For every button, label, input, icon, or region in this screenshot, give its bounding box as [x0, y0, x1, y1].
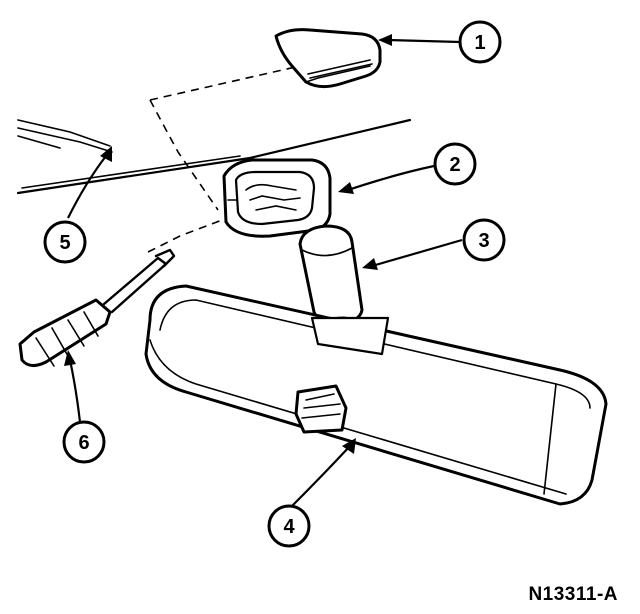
screwdriver: [18, 248, 176, 367]
callout-2-label: 2: [449, 154, 460, 176]
mount-cover: [274, 28, 382, 89]
figure-code: N13311-A: [528, 584, 618, 605]
callout-4: 4: [267, 504, 311, 548]
windshield-glass: [16, 118, 412, 195]
callout-4-label: 4: [283, 516, 295, 538]
callout-6: 6: [62, 420, 106, 464]
callout-3: 3: [462, 218, 506, 262]
mounting-bracket: [222, 158, 332, 238]
leader-lines: [64, 34, 463, 507]
callout-6-label: 6: [78, 432, 89, 454]
callout-1: 1: [458, 20, 502, 64]
callout-1-label: 1: [474, 32, 485, 54]
alignment-dashes: [147, 65, 301, 253]
mirror-housing: [144, 284, 608, 506]
callout-2: 2: [433, 142, 477, 186]
callout-3-label: 3: [478, 230, 489, 252]
callout-5: 5: [43, 220, 87, 264]
callout-5-label: 5: [59, 232, 70, 254]
